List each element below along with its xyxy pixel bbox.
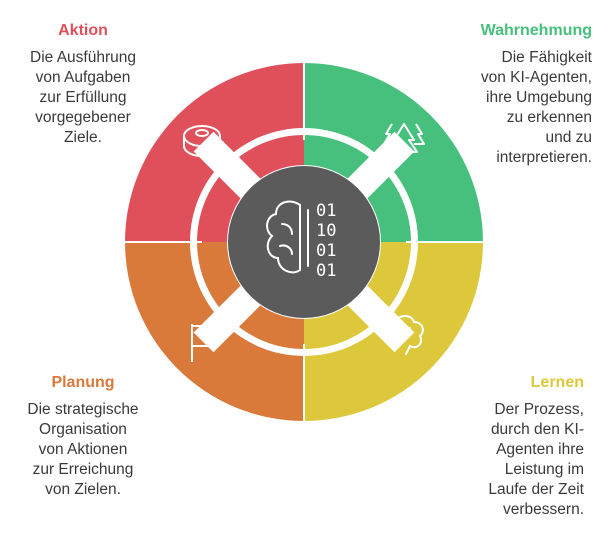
label-lernen: Lernen Der Prozess, durch den KI- Agente… — [420, 374, 584, 520]
segment-description: Die Fähigkeit von KI-Agenten, ihre Umgeb… — [480, 49, 592, 166]
segment-title: Lernen — [530, 374, 584, 391]
segment-description: Die strategische Organisation von Aktion… — [27, 401, 139, 498]
segment-title: Aktion — [58, 22, 108, 39]
label-wahrnehmung: Wahrnehmung Die Fähigkeit von KI-Agenten… — [410, 22, 592, 168]
segment-description: Die Ausführung von Aufgaben zur Erfüllun… — [30, 49, 136, 146]
ring-dividers — [122, 60, 486, 424]
trees-icon — [383, 123, 425, 160]
brain-binary-icon — [266, 200, 309, 274]
segment-title: Planung — [51, 374, 115, 391]
flag-icon — [191, 324, 215, 362]
label-aktion: Aktion Die Ausführung von Aufgaben zur E… — [10, 22, 156, 148]
brain-icon — [386, 315, 424, 355]
robot-vacuum-icon — [183, 125, 221, 157]
label-planung: Planung Die strategische Organisation vo… — [8, 374, 158, 500]
binary-row: 01 — [316, 241, 336, 261]
segment-description: Der Prozess, durch den KI- Agenten ihre … — [488, 401, 584, 518]
center-disc — [228, 166, 380, 318]
binary-row: 10 — [316, 221, 336, 241]
segment-title: Wahrnehmung — [480, 22, 592, 39]
binary-row: 01 — [316, 261, 336, 281]
binary-row: 01 — [316, 201, 336, 221]
